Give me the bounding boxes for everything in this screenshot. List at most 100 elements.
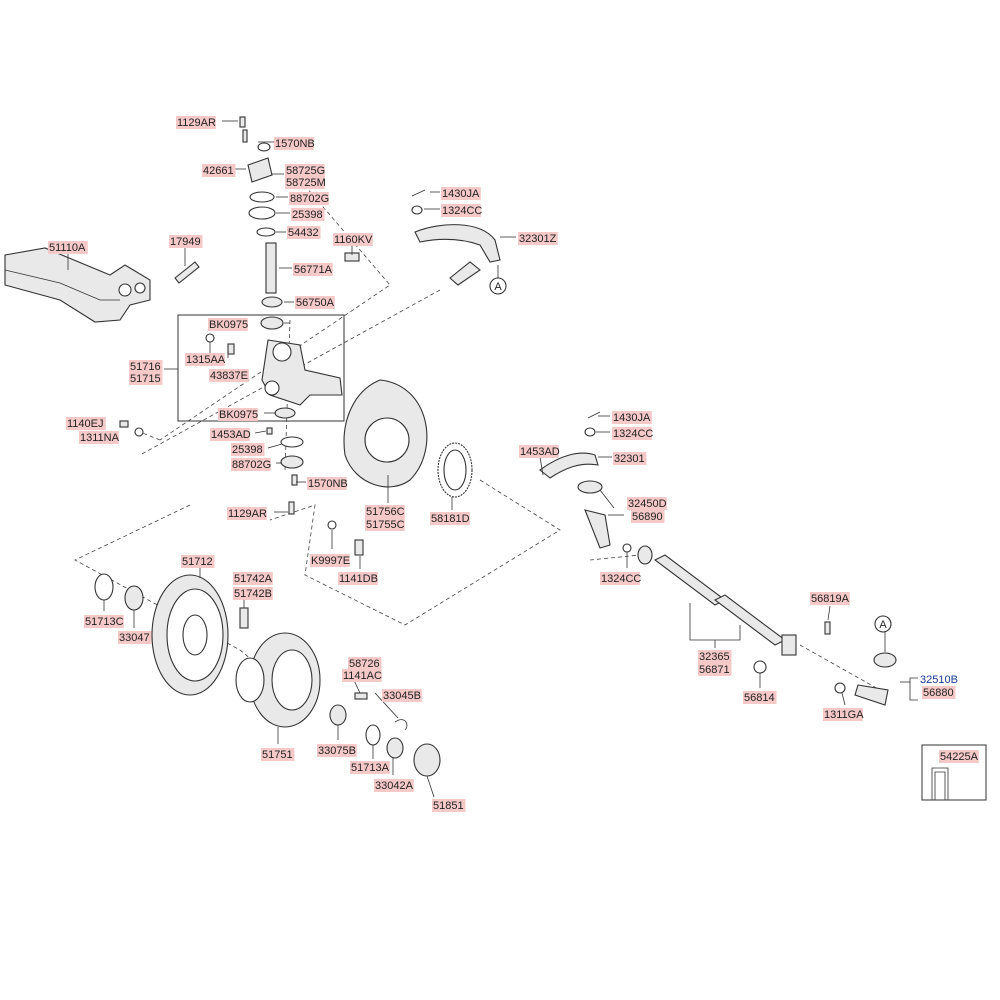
part-label-25398-bot[interactable]: 25398 xyxy=(231,443,265,456)
part-label-33042a[interactable]: 33042A xyxy=(374,779,414,792)
part-label-text[interactable]: 51712 xyxy=(182,556,213,568)
part-label-text[interactable]: 88702G xyxy=(290,193,329,205)
part-label-text[interactable]: 1141DB xyxy=(339,573,378,585)
part-label-1140ej[interactable]: 1140EJ xyxy=(66,417,106,430)
part-label-1570nb-bot[interactable]: 1570NB xyxy=(307,477,348,490)
part-label-bk0975-bot[interactable]: BK0975 xyxy=(218,408,258,421)
part-label-text[interactable]: 88702G xyxy=(232,459,271,471)
part-label-42661[interactable]: 42661 xyxy=(202,164,236,177)
part-label-text[interactable]: 1570NB xyxy=(275,138,315,150)
part-label-text[interactable]: 32450D xyxy=(628,498,667,510)
part-label-51110a[interactable]: 51110A xyxy=(48,241,88,254)
part-label-text[interactable]: 56771A xyxy=(294,264,333,276)
part-label-56771a[interactable]: 56771A xyxy=(293,263,333,276)
part-label-text[interactable]: 33045B xyxy=(383,690,421,702)
part-label-33045b[interactable]: 33045B xyxy=(382,689,422,702)
part-label-text[interactable]: 51742A xyxy=(234,573,273,585)
part-label-text[interactable]: BK0975 xyxy=(219,409,258,421)
part-label-54225a[interactable]: 54225A xyxy=(939,750,979,763)
part-label-text[interactable]: 56890 xyxy=(632,511,663,523)
part-label-1311ga[interactable]: 1311GA xyxy=(823,708,864,721)
part-label-51755c[interactable]: 51755C xyxy=(365,518,405,531)
part-label-32450d[interactable]: 32450D xyxy=(627,497,667,510)
part-label-text[interactable]: 1570NB xyxy=(308,478,348,490)
part-label-56819a[interactable]: 56819A xyxy=(810,592,850,605)
part-label-text[interactable]: 1140EJ xyxy=(67,418,104,430)
part-label-text[interactable]: 33042A xyxy=(375,780,414,792)
part-label-text[interactable]: 51742B xyxy=(234,588,272,600)
part-label-1570nb-top[interactable]: 1570NB xyxy=(274,137,315,150)
part-label-text[interactable]: K9997E xyxy=(311,555,350,567)
part-label-text[interactable]: 1311NA xyxy=(80,432,120,444)
part-label-text[interactable]: 1129AR xyxy=(177,117,216,129)
part-label-1129ar-bot[interactable]: 1129AR xyxy=(227,507,267,520)
part-label-text[interactable]: 33047 xyxy=(119,632,150,644)
part-label-text[interactable]: 33075B xyxy=(318,745,356,757)
part-label-text[interactable]: 51751 xyxy=(262,749,293,761)
part-label-56750a[interactable]: 56750A xyxy=(295,296,335,309)
part-label-1129ar-top[interactable]: 1129AR xyxy=(176,116,216,129)
part-label-51742b[interactable]: 51742B xyxy=(233,587,273,600)
part-label-56814[interactable]: 56814 xyxy=(743,691,777,704)
part-label-text[interactable]: 51713C xyxy=(85,616,124,628)
part-label-text[interactable]: 1129AR xyxy=(228,508,267,520)
part-label-51751[interactable]: 51751 xyxy=(261,748,295,761)
part-label-1141ac[interactable]: 1141AC xyxy=(342,669,382,682)
part-label-32301z[interactable]: 32301Z xyxy=(518,232,558,245)
part-label-text[interactable]: 51755C xyxy=(366,519,405,531)
part-label-text[interactable]: 56814 xyxy=(744,692,775,704)
part-label-1311na[interactable]: 1311NA xyxy=(79,431,120,444)
part-label-text[interactable]: 51713A xyxy=(351,762,390,774)
part-label-text[interactable]: 54225A xyxy=(940,751,979,763)
part-label-text[interactable]: 51851 xyxy=(433,800,464,812)
part-label-text[interactable]: 1430JA xyxy=(613,412,651,424)
part-label-51756c[interactable]: 51756C xyxy=(365,505,405,518)
part-label-text[interactable]: 1141AC xyxy=(343,670,382,682)
part-label-1324cc-top[interactable]: 1324CC xyxy=(441,204,482,217)
part-label-text[interactable]: 51756C xyxy=(366,506,405,518)
part-label-text[interactable]: 51110A xyxy=(49,242,86,254)
part-label-text[interactable]: 32365 xyxy=(699,651,730,663)
part-label-51716[interactable]: 51716 xyxy=(129,360,163,373)
part-label-51742a[interactable]: 51742A xyxy=(233,572,273,585)
part-label-text[interactable]: 1160KV xyxy=(334,234,373,246)
part-label-1324cc-mid[interactable]: 1324CC xyxy=(600,572,641,585)
part-label-text[interactable]: 32301 xyxy=(614,453,645,465)
part-label-text[interactable]: 1430JA xyxy=(442,188,480,200)
part-label-text[interactable]: 17949 xyxy=(170,236,201,248)
part-label-text[interactable]: 58725M xyxy=(286,177,326,189)
part-label-1453ad-right[interactable]: 1453AD xyxy=(519,445,560,458)
part-label-text[interactable]: 32301Z xyxy=(519,233,557,245)
part-label-text[interactable]: 32510B xyxy=(920,674,958,686)
part-label-56871[interactable]: 56871 xyxy=(698,663,732,676)
part-label-text[interactable]: 56871 xyxy=(699,664,730,676)
part-label-text[interactable]: 58726 xyxy=(349,658,380,670)
part-label-58726[interactable]: 58726 xyxy=(348,657,382,670)
part-label-51715[interactable]: 51715 xyxy=(129,372,163,385)
part-label-text[interactable]: 1453AD xyxy=(520,446,560,458)
part-label-51713a[interactable]: 51713A xyxy=(350,761,390,774)
part-label-1141db[interactable]: 1141DB xyxy=(338,572,378,585)
part-label-32301[interactable]: 32301 xyxy=(613,452,647,465)
part-label-56880[interactable]: 56880 xyxy=(922,686,956,699)
part-label-54432[interactable]: 54432 xyxy=(287,226,321,239)
part-label-56890[interactable]: 56890 xyxy=(631,510,665,523)
part-label-51713c[interactable]: 51713C xyxy=(84,615,124,628)
part-label-text[interactable]: 1315AA xyxy=(186,354,226,366)
part-label-32365[interactable]: 32365 xyxy=(698,650,732,663)
part-label-text[interactable]: 25398 xyxy=(292,209,323,221)
part-label-58181d[interactable]: 58181D xyxy=(430,512,470,525)
part-label-k9997e[interactable]: K9997E xyxy=(310,554,350,567)
part-label-text[interactable]: BK0975 xyxy=(209,319,248,331)
part-label-32510b[interactable]: 32510B xyxy=(920,674,958,686)
part-label-88702g-top[interactable]: 88702G xyxy=(289,192,329,205)
part-label-text[interactable]: 56750A xyxy=(296,297,335,309)
part-label-1315aa[interactable]: 1315AA xyxy=(185,353,226,366)
part-label-text[interactable]: 1453AD xyxy=(211,429,251,441)
part-label-1430ja-right[interactable]: 1430JA xyxy=(612,411,652,424)
part-label-text[interactable]: 43837E xyxy=(210,370,248,382)
part-label-text[interactable]: 1324CC xyxy=(601,573,641,585)
part-label-text[interactable]: 56819A xyxy=(811,593,850,605)
part-label-17949[interactable]: 17949 xyxy=(169,235,203,248)
part-label-1324cc-right[interactable]: 1324CC xyxy=(612,427,653,440)
